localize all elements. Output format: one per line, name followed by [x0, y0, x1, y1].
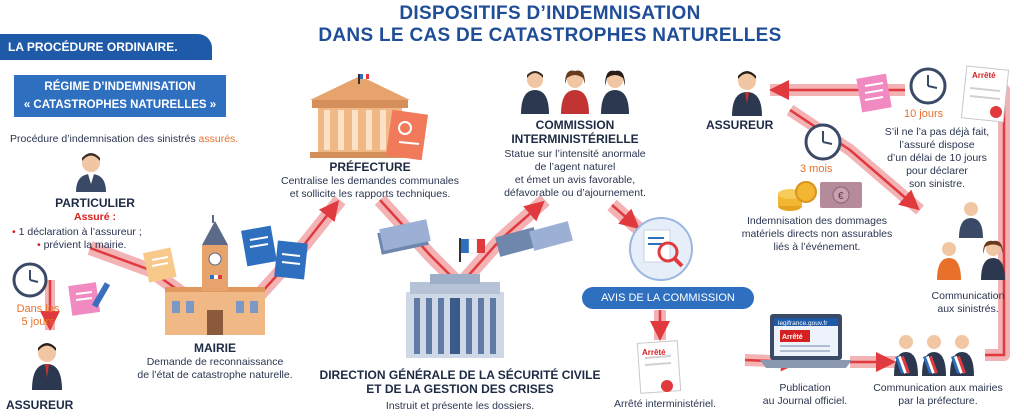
arrete-caption: Arrêté interministériel. [613, 398, 717, 410]
indemnisation-line-1: Indemnisation des dommages [746, 215, 888, 227]
person-icon [76, 153, 106, 192]
communication-sinistres-line-2: aux sinistrés. [937, 303, 999, 315]
town-hall-icon [165, 215, 265, 335]
arrete-screen-label: Arrêté [782, 334, 803, 341]
person-icon [521, 71, 549, 114]
delay-10-days: 10 jours [904, 108, 944, 120]
publication-desc: Publication au Journal officiel. [740, 382, 870, 408]
person-icon [894, 335, 974, 376]
person-icon [32, 343, 62, 390]
assureur-top-label: ASSUREUR [706, 118, 774, 132]
mairie-desc: Demande de reconnaissance de l’état de c… [120, 356, 310, 382]
person-icon [601, 70, 629, 114]
delay-3-months: 3 mois [800, 163, 833, 175]
laptop-icon [760, 314, 852, 368]
commission-desc-line-2: de l’agent naturel [534, 161, 616, 173]
prefecture-desc: Centralise les demandes communales et so… [245, 175, 495, 201]
document-icon [377, 219, 431, 255]
regime-line-2: « CATASTROPHES NATURELLES » [23, 99, 217, 111]
declaration-line-2: l’assuré dispose [899, 139, 975, 151]
particulier-subtitle: Assuré : [73, 211, 116, 223]
legifrance-label: legifrance.gouv.fr [778, 320, 828, 327]
communication-sinistres-desc: Communication aux sinistrés. [918, 290, 1018, 316]
particulier-item-2: prévient la mairie. [12, 239, 192, 252]
title-line-2: DANS LE CAS DE CATASTROPHES NATURELLES [318, 25, 782, 46]
indemnisation-line-3: liés à l’événement. [773, 241, 861, 253]
commission-title-line-1: COMMISSION [535, 118, 615, 132]
declaration-line-4: pour déclarer [906, 165, 968, 177]
declaration-line-1: S’il ne l’a pas déjà fait, [884, 126, 990, 138]
arrete-top-label: Arrêté [972, 71, 996, 80]
document-icon [385, 109, 429, 161]
declaration-line-5: son sinistre. [908, 178, 966, 190]
document-icon [960, 65, 1010, 123]
particulier-list: 1 déclaration à l’assureur ; prévient la… [12, 226, 192, 252]
avis-commission-badge: AVIS DE LA COMMISSION [582, 287, 754, 309]
delay-5-days: Dans les 5 jours [8, 303, 68, 329]
declaration-desc: S’il ne l’a pas déjà fait, l’assuré disp… [852, 126, 1022, 191]
person-icon [732, 71, 762, 116]
procedure-tab: LA PROCÉDURE ORDINAIRE. [0, 34, 212, 60]
person-icon [937, 202, 1005, 280]
commission-desc-line-3: et émet un avis favorable, [514, 174, 636, 186]
magnifier-icon [629, 217, 693, 281]
title-line-1: DISPOSITIFS D’INDEMNISATION [399, 3, 701, 24]
mairie-title: MAIRIE [194, 341, 236, 355]
delay-5-line-1: Dans les [16, 303, 60, 315]
arrete-badge: Arrêté [642, 348, 666, 357]
commission-desc-line-1: Statue sur l’intensité anormale [504, 148, 646, 160]
document-icon [68, 282, 111, 316]
document-icon [636, 340, 682, 394]
flag-icon [459, 238, 485, 262]
dgscgc-title: DIRECTION GÉNÉRALE DE LA SÉCURITÉ CIVILE… [295, 368, 625, 396]
commission-title-line-2: INTERMINISTÉRIELLE [511, 132, 639, 146]
communication-mairies-line-1: Communication aux mairies [873, 382, 1003, 394]
regime-line-1: RÉGIME D’INDEMNISATION [44, 81, 196, 93]
particulier-title: PARTICULIER [55, 196, 135, 210]
indemnisation-desc: Indemnisation des dommages matériels dir… [722, 215, 912, 254]
building-icon [406, 274, 504, 358]
dgscgc-title-line-1: DIRECTION GÉNÉRALE DE LA SÉCURITÉ CIVILE [319, 368, 601, 382]
svg-text:€: € [838, 191, 844, 202]
document-icon [241, 225, 308, 280]
document-icon [856, 73, 892, 113]
intro-text: Procédure d’indemnisation des sinistrés … [10, 133, 290, 146]
publication-line-2: au Journal officiel. [762, 395, 848, 407]
regime-banner: RÉGIME D’INDEMNISATION « CATASTROPHES NA… [14, 75, 226, 117]
clock-icon [909, 67, 947, 105]
commission-title: COMMISSION INTERMINISTÉRIELLE [500, 118, 650, 146]
document-icon [495, 221, 573, 257]
communication-mairies-desc: Communication aux mairies par la préfect… [858, 382, 1018, 408]
prefecture-line-2: et sollicite les rapports techniques. [289, 188, 451, 200]
assureur-bottom-label: ASSUREUR [6, 398, 74, 412]
prefecture-line-1: Centralise les demandes communales [280, 175, 459, 187]
publication-line-1: Publication [779, 382, 831, 394]
clock-icon [12, 262, 48, 298]
mairie-line-1: Demande de reconnaissance [146, 356, 284, 368]
particulier-item-1: 1 déclaration à l’assureur ; [12, 226, 192, 239]
coins-icon: € [778, 181, 862, 211]
dgscgc-desc: Instruit et présente les dossiers. [385, 400, 535, 412]
intro-prefix: Procédure d’indemnisation des sinistrés [10, 133, 199, 145]
communication-mairies-line-2: par la préfecture. [898, 395, 978, 407]
commission-desc: Statue sur l’intensité anormale de l’age… [470, 148, 680, 200]
communication-sinistres-line-1: Communication [931, 290, 1005, 302]
main-title: DISPOSITIFS D’INDEMNISATION DANS LE CAS … [250, 3, 850, 47]
prefecture-title: PRÉFECTURE [329, 160, 411, 174]
mairie-line-2: de l’état de catastrophe naturelle. [137, 369, 293, 381]
document-icon [142, 247, 177, 283]
person-icon [561, 70, 589, 114]
clock-icon [804, 123, 842, 161]
indemnisation-line-2: matériels directs non assurables [741, 228, 893, 240]
intro-highlight: assurés. [198, 133, 239, 145]
delay-5-line-2: 5 jours [21, 316, 55, 328]
commission-desc-line-4: défavorable ou d’ajournement. [504, 187, 646, 199]
declaration-line-3: d’un délai de 10 jours [887, 152, 987, 164]
dgscgc-title-line-2: ET DE LA GESTION DES CRISES [366, 382, 554, 396]
